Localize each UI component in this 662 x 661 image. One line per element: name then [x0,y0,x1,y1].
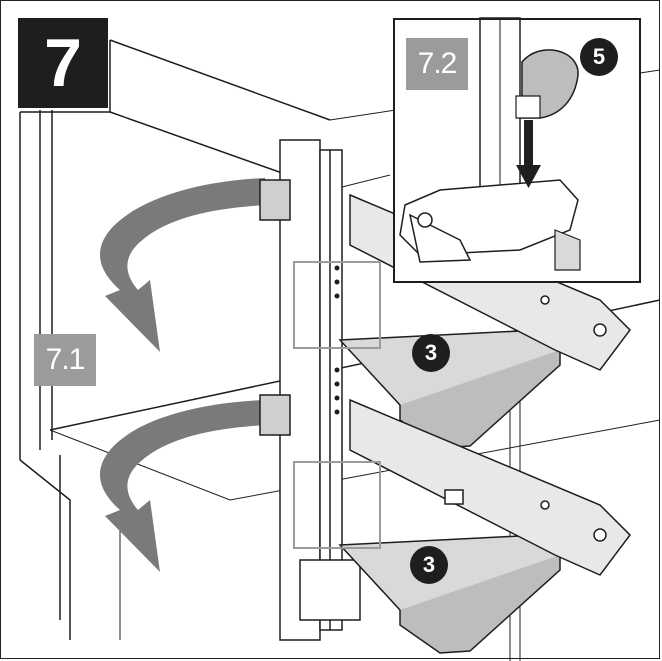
inset-frame-7-2 [393,18,641,283]
rotation-arrow-lower [99,400,265,572]
detail-highlight-boxes [293,261,381,549]
step-number-badge: 7 [18,18,108,108]
substep-label-7-2: 7.2 [406,38,468,90]
callout-shelf-upper: 3 [412,334,450,372]
callout-shelf-lower: 3 [410,546,448,584]
callout-disc: 5 [580,38,618,76]
center-pole [279,139,361,641]
rotation-arrow-upper [99,178,265,352]
substep-label-7-1: 7.1 [34,334,96,386]
pole-holes [334,265,340,415]
shelf-lower [259,394,631,654]
